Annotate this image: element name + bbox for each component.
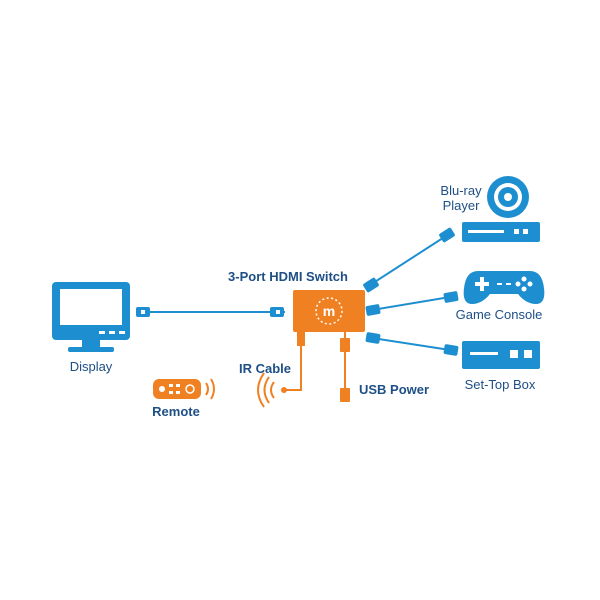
usb-power-label: USB Power bbox=[358, 382, 430, 397]
ir-cable bbox=[281, 332, 305, 393]
bluray-label-line1: Blu-ray bbox=[440, 183, 482, 198]
svg-text:m: m bbox=[323, 303, 335, 319]
bluray-label-line2: Player bbox=[442, 198, 480, 213]
monitor-icon bbox=[52, 282, 130, 352]
remote-label: Remote bbox=[152, 404, 200, 419]
set-top-box-label: Set-Top Box bbox=[464, 377, 536, 392]
ir-signal-icon bbox=[257, 372, 275, 408]
gamepad-icon bbox=[463, 271, 545, 304]
game-hdmi-cable bbox=[365, 291, 459, 316]
remote-control-icon bbox=[153, 378, 215, 400]
bluray-hdmi-cable bbox=[363, 227, 455, 293]
game-console-label: Game Console bbox=[455, 307, 543, 322]
switch-label: 3-Port HDMI Switch bbox=[228, 269, 348, 284]
set-top-box-icon bbox=[462, 341, 540, 369]
usb-power-cable bbox=[340, 332, 350, 402]
hdmi-switch-box: m bbox=[293, 290, 365, 332]
display-label: Display bbox=[69, 359, 113, 374]
disc-player-icon bbox=[462, 176, 540, 242]
settop-hdmi-cable bbox=[365, 332, 459, 356]
display-hdmi-cable bbox=[136, 307, 285, 317]
m-logo-icon: m bbox=[315, 297, 343, 325]
ir-cable-label: IR Cable bbox=[238, 361, 292, 376]
